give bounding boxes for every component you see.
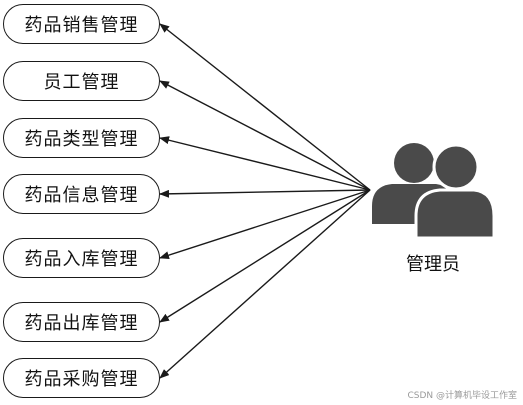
module-drug-inbound-label: 药品入库管理 <box>24 249 139 270</box>
module-drug-outbound: 药品出库管理 <box>3 302 160 342</box>
actor-label: 管理员 <box>406 254 460 275</box>
users-icon <box>372 143 496 240</box>
connector-lines <box>159 23 371 379</box>
module-drug-type: 药品类型管理 <box>3 118 160 158</box>
module-drug-outbound-label: 药品出库管理 <box>24 313 139 334</box>
connector-arrow-4 <box>159 189 371 260</box>
module-drug-info-label: 药品信息管理 <box>24 185 139 206</box>
connector-arrow-0 <box>159 23 371 191</box>
connector-arrow-2 <box>159 136 371 191</box>
module-staff: 员工管理 <box>3 61 160 101</box>
module-drug-purchase-label: 药品采购管理 <box>24 369 139 390</box>
module-drug-purchase: 药品采购管理 <box>3 358 160 398</box>
module-drug-sales: 药品销售管理 <box>3 4 160 44</box>
watermark: CSDN @计算机毕设工作室 <box>407 391 517 401</box>
connector-arrow-1 <box>159 80 371 191</box>
connector-arrow-6 <box>159 189 371 379</box>
module-drug-inbound: 药品入库管理 <box>3 238 160 278</box>
connector-arrow-3 <box>159 189 371 198</box>
module-staff-label: 员工管理 <box>43 72 120 93</box>
module-drug-type-label: 药品类型管理 <box>24 129 139 150</box>
module-drug-info: 药品信息管理 <box>3 174 160 214</box>
module-drug-sales-label: 药品销售管理 <box>24 15 139 36</box>
connector-arrow-5 <box>159 189 371 323</box>
